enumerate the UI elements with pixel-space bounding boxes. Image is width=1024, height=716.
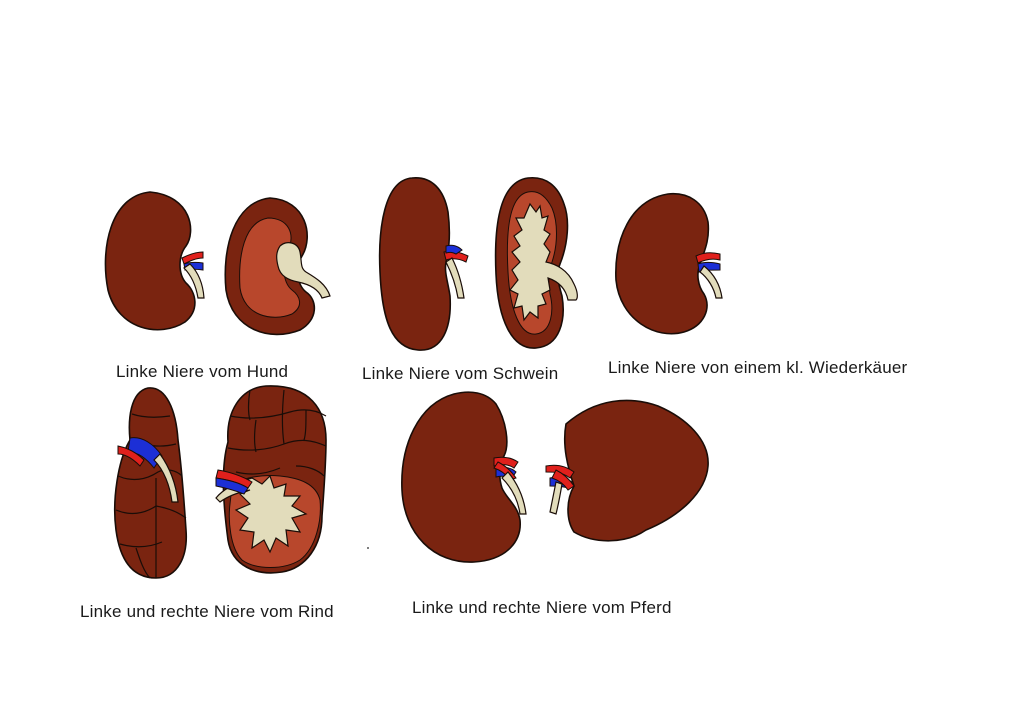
horse-ureter-2	[549, 481, 563, 515]
dog-kidney-exterior	[104, 191, 205, 331]
pig-ureter	[445, 257, 465, 299]
dog-artery	[181, 251, 204, 265]
cattle-renal-pelvis	[215, 474, 308, 554]
dog-ureter	[183, 263, 205, 299]
cattle-kidney-exterior	[113, 387, 188, 579]
caption-wiederkaeuer: Linke Niere von einem kl. Wiederkäuer	[608, 358, 908, 377]
horse-artery-3	[545, 464, 575, 479]
pig-kidney-section	[494, 177, 578, 349]
horse-kidney-bean-shaped	[545, 399, 709, 542]
horse-ureter-1	[501, 471, 527, 515]
pig-kidney-exterior	[378, 177, 469, 351]
pig-renal-pelvis	[509, 202, 578, 322]
small-ruminant-artery	[695, 252, 721, 264]
caption-schwein: Linke Niere vom Schwein	[362, 364, 559, 383]
stray-dot	[367, 547, 369, 549]
caption-pferd: Linke und rechte Niere vom Pferd	[412, 598, 672, 617]
cattle-kidney-section	[215, 385, 327, 574]
small-ruminant-kidney	[615, 193, 723, 335]
cattle-artery	[117, 445, 145, 467]
dog-kidney-section	[224, 197, 331, 336]
small-ruminant-ureter	[699, 265, 723, 299]
dog-renal-pelvis	[276, 242, 331, 299]
cattle-section-vein	[215, 477, 249, 495]
caption-rind: Linke und rechte Niere vom Rind	[80, 602, 334, 621]
pig-vein	[445, 244, 463, 255]
caption-hund: Linke Niere vom Hund	[116, 362, 289, 381]
horse-artery-4	[551, 469, 575, 491]
horse-kidney-heart-shaped	[401, 391, 527, 563]
cattle-ureter	[153, 453, 179, 503]
